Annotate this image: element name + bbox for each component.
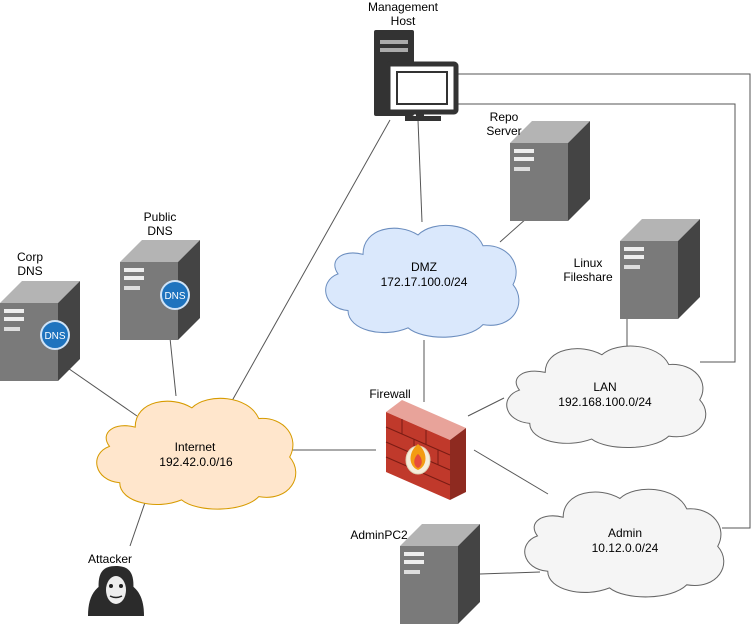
link-publicdns-internet bbox=[169, 337, 177, 397]
management-host-icon bbox=[374, 30, 459, 121]
lan-name-label: LAN bbox=[593, 380, 617, 394]
link-internet-mgmt bbox=[227, 119, 391, 409]
management-host-label: Management Host bbox=[367, 0, 439, 28]
svg-text:DNS: DNS bbox=[44, 331, 65, 342]
linux-fileshare-icon bbox=[620, 219, 700, 319]
attacker-label: Attacker bbox=[87, 552, 132, 566]
dmz-name-label: DMZ bbox=[411, 260, 437, 274]
linux-fileshare-label: Linux Fileshare bbox=[563, 256, 613, 284]
svg-text:DNS: DNS bbox=[164, 291, 185, 302]
admin-cidr-label: 10.12.0.0/24 bbox=[591, 541, 659, 555]
link-mgmt-lan bbox=[456, 103, 736, 363]
public-dns-label: Public DNS bbox=[143, 210, 177, 238]
public-dns-badge-icon: DNS bbox=[160, 280, 190, 310]
link-mgmt-admin bbox=[456, 73, 751, 529]
link-firewall-admin bbox=[473, 449, 549, 495]
adminpc2-icon bbox=[400, 524, 480, 624]
internet-name-label: Internet bbox=[174, 440, 216, 454]
corp-dns-label: Corp DNS bbox=[16, 250, 43, 278]
internet-cidr-label: 192.42.0.0/16 bbox=[159, 455, 233, 469]
attacker-icon bbox=[88, 566, 144, 616]
admin-name-label: Admin bbox=[607, 526, 642, 540]
link-corpdns-internet bbox=[61, 363, 138, 417]
dmz-cidr-label: 172.17.100.0/24 bbox=[380, 275, 468, 289]
link-repo-dmz bbox=[499, 217, 528, 243]
corp-dns-badge-icon: DNS bbox=[40, 320, 70, 350]
link-firewall-lan bbox=[467, 397, 505, 417]
repo-server-label: Repo Server bbox=[486, 110, 522, 138]
lan-cidr-label: 192.168.100.0/24 bbox=[558, 395, 652, 409]
link-mgmt-dmz bbox=[417, 119, 423, 223]
adminpc2-label: AdminPC2 bbox=[350, 528, 408, 542]
firewall-label: Firewall bbox=[369, 387, 411, 401]
firewall-icon bbox=[385, 400, 466, 500]
connection-lines bbox=[61, 73, 751, 575]
link-adminpc2-admin bbox=[479, 571, 541, 575]
